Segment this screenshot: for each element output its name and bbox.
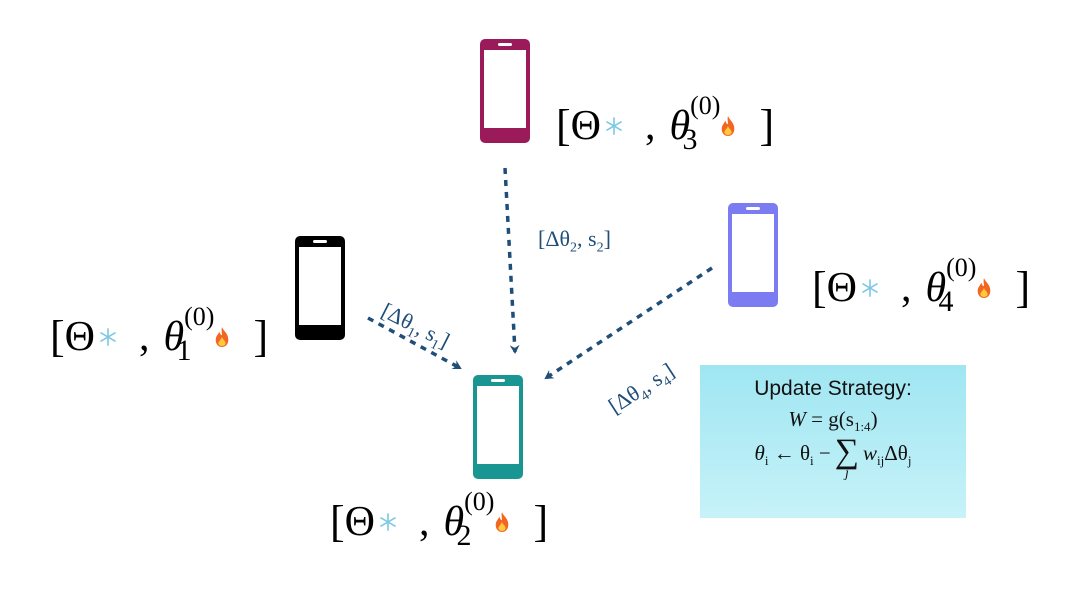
strategy-update-equation: θi ← θi − ∑ j wijΔθj — [700, 433, 966, 482]
w-subscript: ij — [877, 453, 885, 469]
comma: , — [645, 103, 656, 149]
edge-delta-text: [Δθ — [538, 226, 571, 251]
close-bracket: ] — [533, 497, 549, 546]
sigma-index: j — [844, 466, 849, 482]
open-bracket: [ — [812, 263, 827, 312]
comma: , — [901, 265, 912, 311]
open-bracket: [ — [556, 101, 571, 150]
fire-icon — [978, 278, 991, 298]
sigma-symbol: ∑ — [834, 433, 860, 471]
minus-sign: − — [813, 441, 831, 466]
weight-close-paren: ) — [870, 407, 878, 431]
fire-icon — [216, 327, 229, 347]
edge-close-bracket: ] — [603, 226, 611, 251]
frozen-theta-symbol: Θ — [64, 314, 95, 360]
phone-icon-2 — [473, 375, 523, 479]
phone-icon-1 — [295, 236, 345, 340]
param-label-phone-1: [ Θ , θ (0) 1 ] — [50, 304, 269, 366]
frozen-theta-symbol: Θ — [826, 265, 857, 311]
edge-delta-subscript: 2 — [570, 240, 578, 256]
theta-subscript: 3 — [682, 123, 698, 156]
theta-subscript: 4 — [938, 285, 954, 318]
edge-label-2: [Δθ2, s2] — [538, 226, 611, 256]
param-label-phone-2: [ Θ , θ (0) 2 ] — [330, 489, 549, 551]
update-arrow: ← θ — [768, 441, 811, 466]
theta-i-symbol: θ — [754, 441, 765, 466]
summation: ∑ j — [834, 433, 860, 482]
delta-theta-symbol: Δθ — [884, 441, 908, 466]
delta-theta-subscript: j — [907, 453, 912, 469]
theta-symbol: θ — [443, 499, 465, 545]
close-bracket: ] — [1015, 263, 1031, 312]
theta-superscript: (0) — [690, 91, 721, 120]
snowflake-icon — [862, 279, 878, 297]
w-symbol: w — [863, 441, 878, 466]
frozen-theta-symbol: Θ — [344, 499, 375, 545]
snowflake-icon — [100, 328, 116, 346]
theta-superscript: (0) — [946, 253, 977, 282]
phone-icon-4 — [728, 203, 778, 307]
weight-function: = g(s — [805, 407, 854, 431]
strategy-weight-equation: W = g(s1:4) — [700, 407, 966, 435]
update-strategy-box: Update Strategy: W = g(s1:4) θi ← θi − ∑… — [700, 365, 966, 518]
param-label-phone-4: [ Θ , θ (0) 4 ] — [812, 255, 1031, 317]
fire-icon — [722, 116, 735, 136]
open-bracket: [ — [330, 497, 345, 546]
edge-s-subscript: 2 — [596, 240, 604, 256]
param-label-phone-3: [ Θ , θ (0) 3 ] — [556, 93, 775, 155]
weight-symbol: W — [788, 407, 806, 431]
theta-subscript: 2 — [456, 519, 472, 552]
comma: , — [419, 499, 430, 545]
arrow-phone4-to-phone2 — [544, 266, 713, 380]
snowflake-icon — [606, 117, 622, 135]
theta-i-subscript: i — [764, 453, 769, 469]
arrow-phone1-to-phone2 — [367, 316, 462, 370]
edge-s-text: , s — [577, 226, 597, 251]
theta-symbol: θ — [669, 103, 691, 149]
close-bracket: ] — [759, 101, 775, 150]
theta-superscript: (0) — [184, 302, 215, 331]
phone-icon-3 — [480, 39, 530, 143]
theta-symbol: θ — [163, 314, 185, 360]
frozen-theta-symbol: Θ — [570, 103, 601, 149]
strategy-title: Update Strategy: — [754, 377, 912, 400]
fire-icon — [496, 512, 509, 532]
comma: , — [139, 314, 150, 360]
arrow-phone3-to-phone2 — [503, 167, 520, 354]
open-bracket: [ — [50, 312, 65, 361]
theta-i-subscript-2: i — [810, 453, 814, 469]
theta-symbol: θ — [925, 265, 947, 311]
theta-subscript: 1 — [176, 334, 192, 367]
theta-superscript: (0) — [464, 487, 495, 516]
snowflake-icon — [380, 513, 396, 531]
close-bracket: ] — [253, 312, 269, 361]
weight-subscript: 1:4 — [853, 419, 871, 435]
